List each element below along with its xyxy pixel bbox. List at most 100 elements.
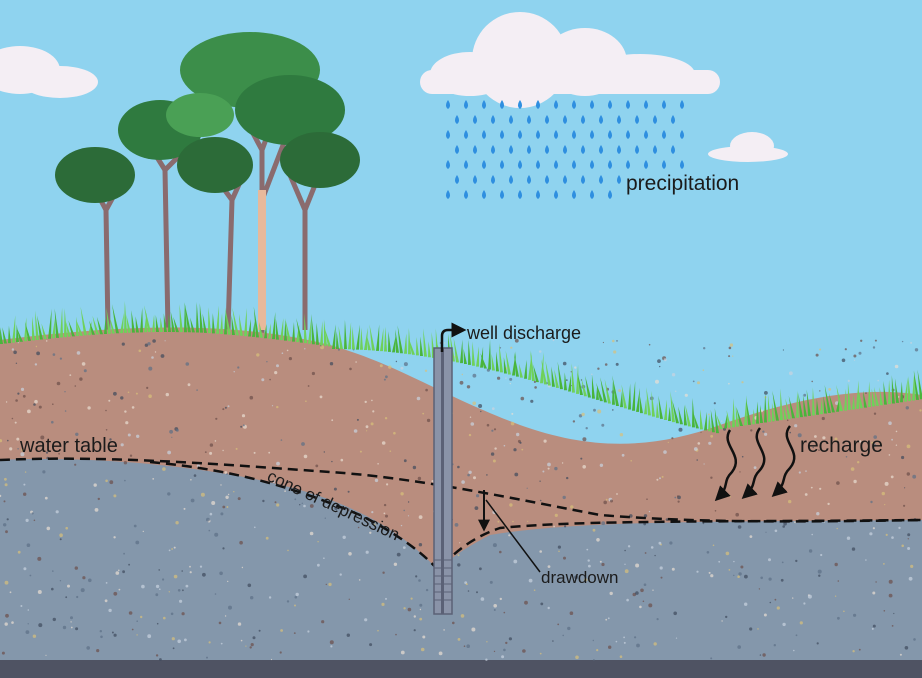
raindrop-icon [446,190,450,199]
raindrop-icon [446,130,450,139]
raindrop-icon [581,115,585,124]
raindrop-icon [599,115,603,124]
raindrop-icon [500,160,504,169]
raindrop-icon [473,145,477,154]
raindrop-icon [518,190,522,199]
raindrop-icon [563,115,567,124]
recharge-arrows [714,425,796,502]
raindrop-icon [662,160,666,169]
raindrop-icon-group [446,100,684,199]
raindrop-icon [482,160,486,169]
raindrop-icon [518,160,522,169]
raindrop-icon [635,115,639,124]
well-discharge-arrow [440,322,467,352]
raindrop-icon [473,175,477,184]
raindrop-icon [545,115,549,124]
raindrop-icon [554,130,558,139]
raindrop-icon [635,145,639,154]
raindrop-icon [626,130,630,139]
raindrop-icon [626,160,630,169]
cloud-icon-small [708,132,788,162]
cloud-icon [420,12,720,108]
raindrop-icon [617,115,621,124]
raindrop-icon [599,145,603,154]
raindrop-icon [446,100,450,109]
raindrop-icon [536,190,540,199]
raindrop-icon [644,160,648,169]
raindrop-icon [563,175,567,184]
grass-layer [0,301,922,434]
raindrop-icon [590,160,594,169]
raindrop-icon [590,190,594,199]
raindrop-icon [518,100,522,109]
raindrop-icon [509,145,513,154]
raindrop-icon [491,115,495,124]
raindrop-icon [572,190,576,199]
tree-canopy [55,32,360,203]
raindrop-icon [545,175,549,184]
raindrop-icon [680,100,684,109]
raindrop-icon [671,145,675,154]
raindrop-icon [491,175,495,184]
aquifer-layer [0,459,922,660]
raindrop-icon [554,100,558,109]
raindrop-icon [464,100,468,109]
raindrop-icon [617,145,621,154]
raindrop-icon [572,130,576,139]
raindrop-icon [500,130,504,139]
raindrop-icon [455,115,459,124]
water-table-label: water table [19,435,118,457]
raindrop-icon [482,190,486,199]
raindrop-icon [590,100,594,109]
raindrop-icon [464,130,468,139]
drawdown-leader [485,499,541,573]
raindrop-icon [527,175,531,184]
raindrop-icon [527,145,531,154]
raindrop-icon [590,130,594,139]
raindrop-icon [581,145,585,154]
raindrop-icon [455,145,459,154]
raindrop-icon [653,145,657,154]
raindrop-icon [464,160,468,169]
raindrop-icon [518,130,522,139]
raindrop-icon [446,160,450,169]
raindrop-icon [572,100,576,109]
raindrop-icon [473,115,477,124]
bedrock-layer [0,658,922,678]
precipitation-label: precipitation [626,172,739,195]
raindrop-icon [617,175,621,184]
raindrop-icon [455,175,459,184]
well-pipe-icon [433,347,453,615]
raindrop-icon [563,145,567,154]
raindrop-icon [671,115,675,124]
raindrop-icon [527,115,531,124]
raindrop-icon [644,100,648,109]
raindrop-icon [572,160,576,169]
raindrop-icon [500,100,504,109]
raindrop-icon [680,130,684,139]
raindrop-icon [644,130,648,139]
raindrop-icon [662,130,666,139]
raindrop-icon [536,130,540,139]
raindrop-icon [554,190,558,199]
raindrop-icon [626,100,630,109]
raindrop-icon [482,130,486,139]
raindrop-icon [662,100,666,109]
raindrop-icon [608,100,612,109]
raindrop-icon [581,175,585,184]
raindrop-icon [545,145,549,154]
raindrop-icon [536,160,540,169]
raindrop-icon [599,175,603,184]
raindrop-icon [536,100,540,109]
raindrop-icon [608,130,612,139]
raindrop-icon [491,145,495,154]
raindrop-icon [653,115,657,124]
tree-icon-group [55,32,360,335]
recharge-label: recharge [800,434,883,457]
drawdown-label: drawdown [541,568,619,587]
trunk-highlight [258,190,266,330]
raindrop-icon [680,160,684,169]
well-discharge-label: well discharge [466,323,581,343]
cloud-icon-left [0,46,98,98]
